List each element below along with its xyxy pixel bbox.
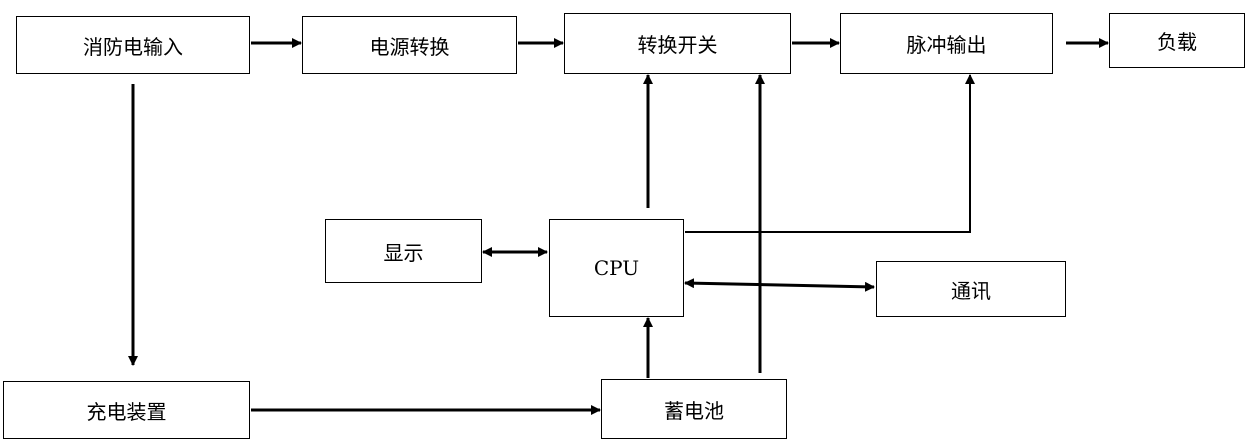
arrow-cpu-comm-bidirectional [684,278,875,292]
switch-box: 转换开关 [564,13,791,74]
cpu-label: CPU [593,256,640,280]
comm-label: 通讯 [951,278,991,303]
display-box: 显示 [325,219,482,283]
display-label: 显示 [383,240,424,265]
power-convert-label: 电源转换 [369,34,450,59]
comm-box: 通讯 [876,261,1066,317]
pulse-output-box: 脉冲输出 [840,13,1053,74]
power-convert-box: 电源转换 [302,16,517,74]
fire-input-label: 消防电输入 [83,34,183,59]
battery-label: 蓄电池 [664,398,724,423]
pulse-output-label: 脉冲输出 [906,33,987,57]
fire-input-box: 消防电输入 [16,16,250,74]
battery-box: 蓄电池 [601,379,787,439]
arrow-cpu-to-pulse-output [685,74,975,233]
load-box: 负载 [1109,13,1245,68]
cpu-box: CPU [549,219,684,317]
switch-label: 转换开关 [637,33,718,57]
load-label: 负载 [1157,30,1197,54]
charger-label: 充电装置 [86,399,167,424]
charger-box: 充电装置 [3,381,250,439]
